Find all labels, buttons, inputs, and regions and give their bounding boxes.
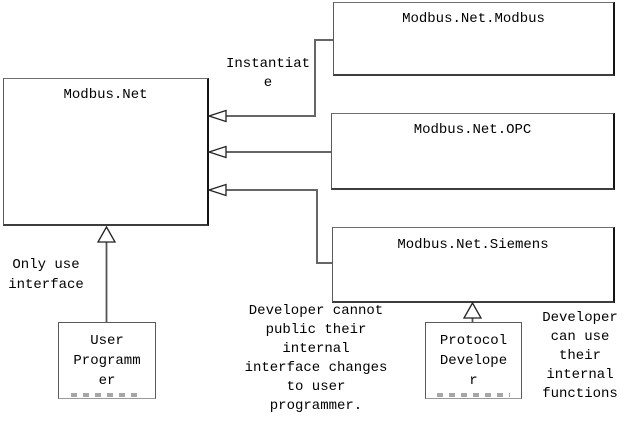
annotation-only-use-interface: Only use interface xyxy=(8,257,84,293)
clipped-text-artifact xyxy=(437,393,510,397)
arrowhead-up-protocol xyxy=(462,301,483,319)
arrowhead-left-opc xyxy=(206,145,227,159)
class-box-modbus-net-opc: Modbus.Net.OPC xyxy=(331,113,615,190)
arrowhead-left-modbus xyxy=(206,109,227,123)
clipped-text-artifact xyxy=(70,393,144,397)
arrowhead-up-user xyxy=(96,225,117,243)
arrowhead-left-siemens xyxy=(206,183,227,197)
class-box-modbus-net-modbus-title: Modbus.Net.Modbus xyxy=(402,11,545,27)
actor-box-user-programmer-label: User Programm er xyxy=(73,333,141,389)
annotation-instantiate: Instantiat e xyxy=(225,56,310,91)
class-box-modbus-net-modbus: Modbus.Net.Modbus xyxy=(333,2,615,76)
class-box-modbus-net-siemens-title: Modbus.Net.Siemens xyxy=(397,237,549,253)
actor-box-user-programmer: User Programm er xyxy=(58,322,156,399)
actor-box-protocol-developer-label: Protocol Develope r xyxy=(439,333,508,389)
class-box-modbus-net-title: Modbus.Net xyxy=(63,87,148,103)
class-box-modbus-net-siemens: Modbus.Net.Siemens xyxy=(332,227,615,303)
class-box-modbus-net: Modbus.Net xyxy=(3,78,209,226)
actor-box-protocol-developer: Protocol Develope r xyxy=(425,322,522,399)
connector-siemens-to-core xyxy=(226,189,332,264)
class-box-modbus-net-opc-title: Modbus.Net.OPC xyxy=(413,122,532,138)
annotation-developer-cannot-public: Developer cannot public their internal i… xyxy=(244,303,388,414)
annotation-developer-can-use: Developer can use their internal functio… xyxy=(542,310,618,402)
